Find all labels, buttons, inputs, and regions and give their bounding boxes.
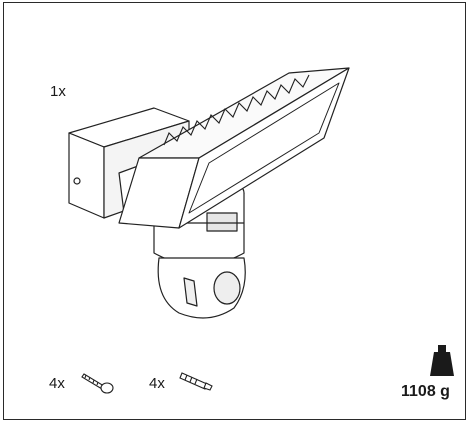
wall-anchor-icon: [179, 372, 213, 391]
screw-icon: [81, 373, 114, 394]
screw-quantity-label: 4x: [49, 375, 65, 392]
main-quantity-label: 1x: [50, 83, 66, 100]
weight-label: 1108 g: [401, 383, 450, 400]
package-contents-panel: 1x: [3, 2, 466, 420]
floodlight-camera-icon: [68, 67, 350, 319]
weight-icon: [430, 345, 454, 376]
anchor-quantity-label: 4x: [149, 375, 165, 392]
